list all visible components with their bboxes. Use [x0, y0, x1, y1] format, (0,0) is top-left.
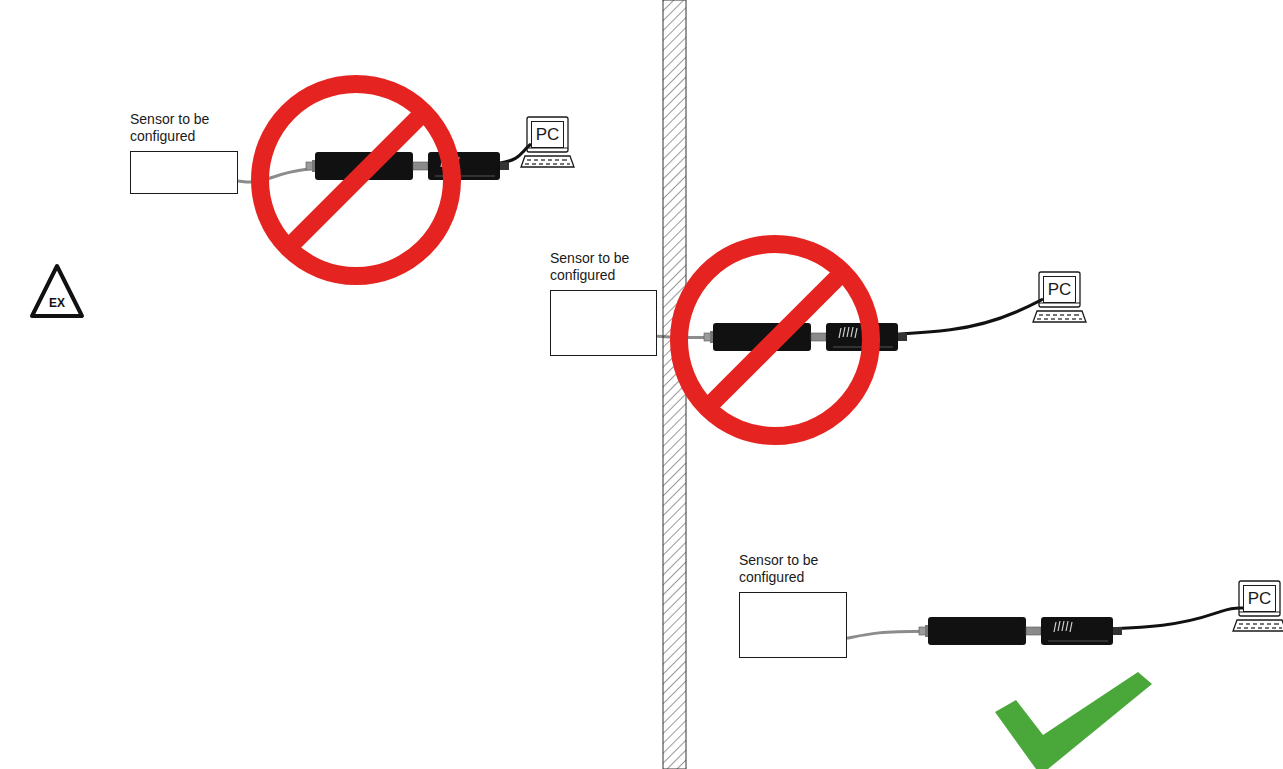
- screen-label: PC: [1248, 589, 1272, 608]
- converter: [306, 152, 509, 180]
- sensor-heading: Sensor to be configured: [130, 111, 238, 145]
- screen-label: PC: [536, 125, 560, 144]
- sensor-outline: [739, 592, 847, 658]
- sensor-outline: [130, 151, 238, 194]
- check-mark: [995, 672, 1152, 769]
- sensor-box: Sensor to be configured: [550, 250, 657, 356]
- sensor-heading: Sensor to be configured: [739, 552, 847, 586]
- pc-screen: PC: [1043, 276, 1076, 303]
- pc-icon: [1033, 272, 1086, 322]
- sensor-outline: [550, 290, 657, 356]
- sensor-box: Sensor to be configured: [739, 552, 847, 658]
- ex-warning-triangle: [32, 266, 82, 316]
- sensor-heading: Sensor to be configured: [550, 250, 657, 284]
- prohibition-sign: [260, 84, 452, 276]
- hazard-label: EX: [49, 296, 65, 310]
- pc-icon: [1233, 581, 1283, 631]
- screen-label: PC: [1048, 280, 1072, 299]
- pc-screen: PC: [1243, 585, 1276, 612]
- converter: [919, 617, 1122, 645]
- pc-screen: PC: [531, 121, 564, 148]
- prohibition-sign: [679, 244, 871, 436]
- sensor-box: Sensor to be configured: [130, 111, 238, 194]
- pc-icon: [521, 117, 574, 167]
